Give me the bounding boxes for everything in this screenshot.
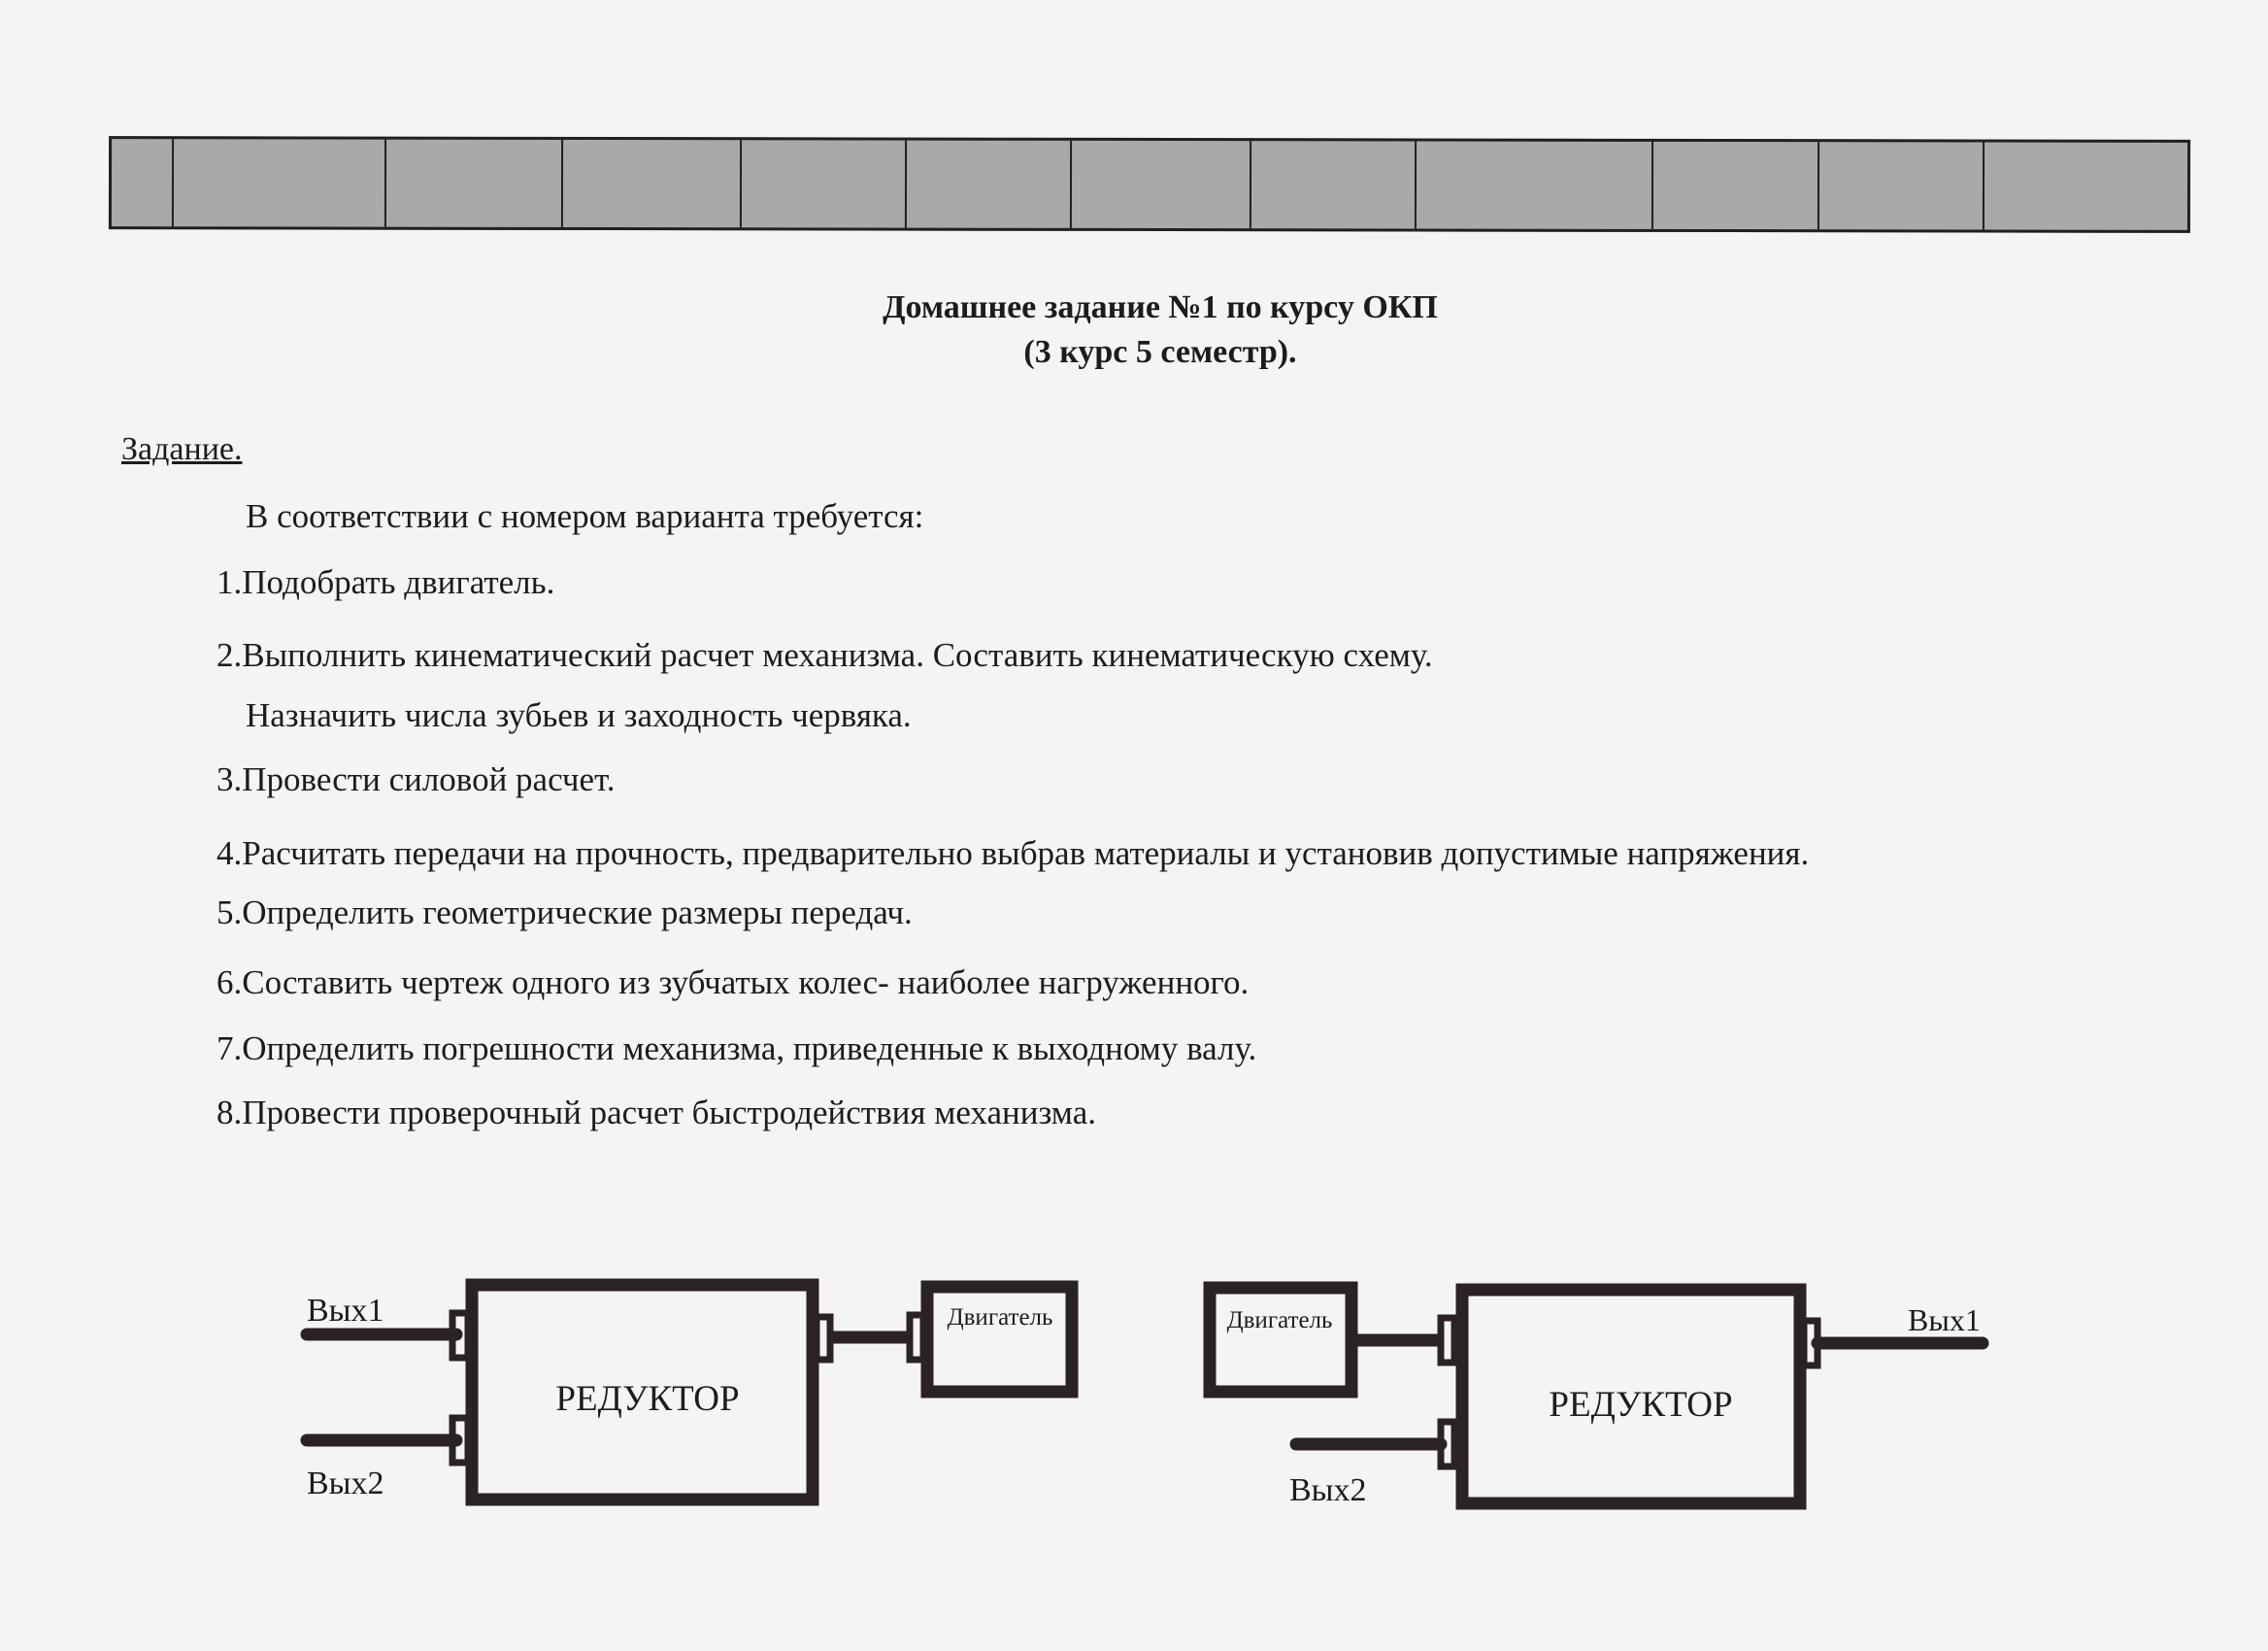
bearing: [1437, 1418, 1458, 1470]
task-item: 2.Выполнить кинематический расчет механи…: [217, 636, 1433, 674]
reducer-box: [465, 1278, 819, 1506]
task-item: Назначить числа зубьев и заходность черв…: [246, 696, 912, 734]
motor-label: Двигатель: [948, 1304, 1053, 1331]
task-item: 3.Провести силовой расчет.: [217, 760, 616, 798]
task-item: 1.Подобрать двигатель.: [217, 563, 555, 601]
bearing: [449, 1414, 472, 1466]
task-heading: Задание.: [121, 431, 243, 467]
task-intro: В соответствии с номером варианта требуе…: [246, 497, 924, 535]
reducer-box: [1455, 1283, 1807, 1510]
motor-box: [1203, 1281, 1358, 1398]
motor-box: [920, 1280, 1079, 1398]
bearing: [449, 1309, 472, 1362]
document-subtitle: (3 курс 5 семестр).: [1023, 334, 1297, 370]
reducer-label: РЕДУКТОР: [1549, 1385, 1732, 1425]
bearing: [1437, 1314, 1458, 1366]
task-item: 6.Составить чертеж одного из зубчатых ко…: [217, 963, 1250, 1001]
task-item: 7.Определить погрешности механизма, прив…: [217, 1029, 1257, 1067]
reducer-label: РЕДУКТОР: [555, 1379, 739, 1419]
label-out2: Вых2: [1289, 1472, 1367, 1508]
task-item: 8.Провести проверочный расчет быстродейс…: [217, 1094, 1096, 1131]
bearing: [813, 1313, 834, 1364]
label-out1: Вых1: [307, 1293, 384, 1329]
motor-label: Двигатель: [1227, 1307, 1333, 1333]
task-item: 5.Определить геометрические размеры пере…: [217, 893, 913, 931]
task-item: 4.Расчитать передачи на прочность, предв…: [217, 834, 1810, 872]
label-out1: Вых1: [1908, 1302, 1981, 1337]
label-out2: Вых2: [307, 1466, 384, 1501]
diagram-right: Вых1 Вых2 РЕДУКТОР Двигатель: [1203, 1281, 1989, 1510]
document-title: Домашнее задание №1 по курсу ОКП: [883, 289, 1438, 325]
diagram-left: Вых1 Вых2 РЕДУКТОР Двигатель: [300, 1278, 1079, 1506]
